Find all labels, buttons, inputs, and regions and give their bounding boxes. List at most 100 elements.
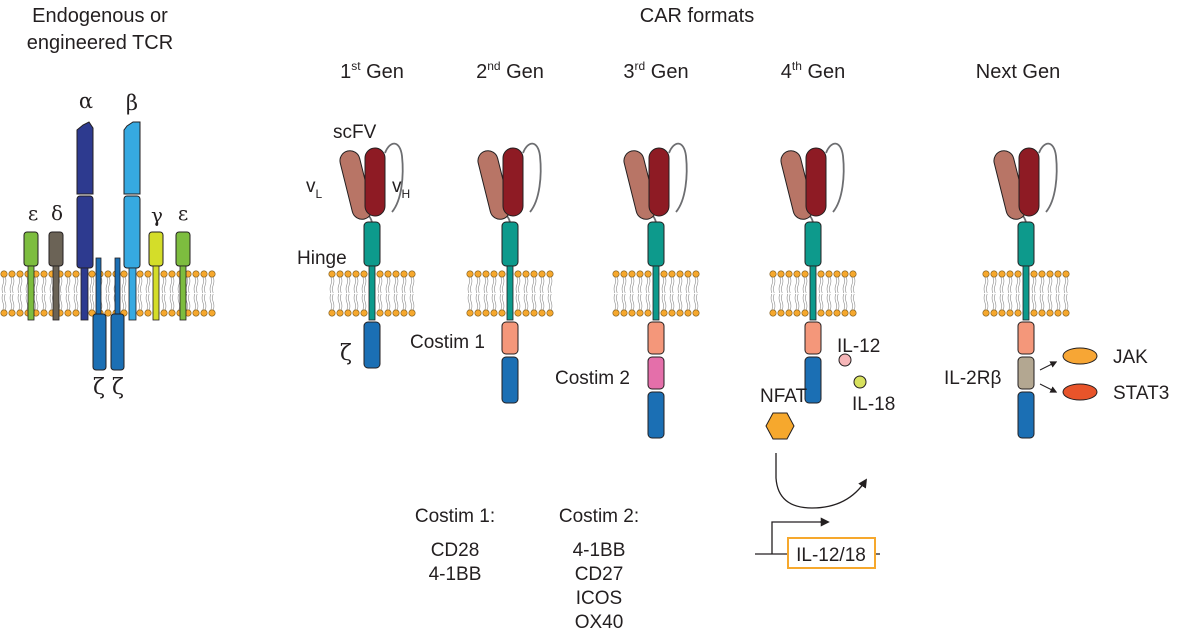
lipid-tail [377, 293, 380, 311]
lipid-tail [794, 293, 797, 311]
lipid-head [1038, 309, 1046, 317]
lipid-tail [991, 276, 994, 294]
jak-arrow [1039, 361, 1058, 371]
lipid-head [676, 309, 684, 317]
costim1-item: 4-1BB [429, 564, 482, 585]
vh-domain [805, 147, 827, 217]
lipid-tail [470, 276, 473, 294]
lipid-tail [499, 276, 502, 294]
lipid-tail [1055, 293, 1058, 311]
lipid-head [408, 309, 416, 317]
lipid-tail [475, 276, 478, 294]
lipid-tail [164, 293, 167, 311]
lipid-tail [4, 293, 7, 311]
lipid-tail [188, 293, 191, 311]
lipid-tail [340, 276, 343, 294]
lipid-head [538, 270, 546, 278]
lipid-tail [140, 276, 143, 294]
lipid-tail [89, 293, 92, 311]
lipid-head [88, 270, 96, 278]
lipid-head [628, 270, 636, 278]
lipid-tail [845, 276, 848, 294]
lipid-tail [499, 293, 502, 311]
lipid-tail [669, 276, 672, 294]
lipid-tail [193, 276, 196, 294]
lipid-tail [853, 276, 856, 294]
lipid-tail [124, 276, 127, 294]
car-membrane [328, 270, 416, 317]
lipid-tail [802, 293, 805, 311]
lipid-tail [124, 293, 127, 311]
hinge-domain [363, 221, 381, 267]
lipid-tail [121, 293, 124, 311]
lipid-head [1038, 270, 1046, 278]
lipid-head [990, 309, 998, 317]
lipid-tail [108, 293, 111, 311]
lipid-tail [1042, 293, 1045, 311]
lipid-tail [621, 293, 624, 311]
lipid-tail [648, 293, 651, 311]
lipid-tail [1066, 276, 1069, 294]
lipid-tail [797, 276, 800, 294]
lipid-tail [345, 293, 348, 311]
lipid-head [644, 270, 652, 278]
lipid-tail [693, 293, 696, 311]
lipid-tail [829, 293, 832, 311]
lipid-tail [353, 293, 356, 311]
lipid-tail [526, 276, 529, 294]
lipid-head [684, 270, 692, 278]
tcr-alpha-chain-upper [76, 121, 94, 195]
scfv-label: scFV [333, 122, 377, 143]
lipid-tail [161, 293, 164, 311]
lipid-tail [539, 293, 542, 311]
lipid-tail [332, 276, 335, 294]
beta-label: β [126, 91, 138, 115]
lipid-head [384, 270, 392, 278]
lipid-tail [196, 293, 199, 311]
lipid-tail [1058, 276, 1061, 294]
lipid-tail [204, 293, 207, 311]
lipid-head [1046, 270, 1054, 278]
lipid-tail [842, 276, 845, 294]
lipid-tail [1, 293, 4, 311]
nfat-hexagon [765, 412, 795, 440]
vh-domain [648, 147, 670, 217]
lipid-tail [76, 293, 79, 311]
lipid-tail [172, 276, 175, 294]
lipid-head [160, 270, 168, 278]
tcr-title-line2: engineered TCR [27, 32, 173, 54]
lipid-head [849, 270, 857, 278]
lipid-head [376, 309, 384, 317]
lipid-tail [1050, 276, 1053, 294]
lipid-head [392, 309, 400, 317]
lipid-tail [76, 276, 79, 294]
lipid-tail [145, 293, 148, 311]
lipid-head [328, 270, 336, 278]
transmembrane-domain [652, 265, 660, 321]
lipid-head [801, 309, 809, 317]
lipid-tail [105, 293, 108, 311]
lipid-head [514, 309, 522, 317]
lipid-tail [677, 276, 680, 294]
lipid-tail [523, 276, 526, 294]
lipid-tail [396, 293, 399, 311]
lipid-head [8, 309, 16, 317]
lipid-head [522, 270, 530, 278]
lipid-head [1030, 270, 1038, 278]
lipid-tail [994, 293, 997, 311]
lipid-head [546, 309, 554, 317]
costim2-item: 4-1BB [573, 540, 626, 561]
lipid-tail [393, 293, 396, 311]
lipid-tail [661, 293, 664, 311]
lipid-tail [193, 293, 196, 311]
lipid-tail [999, 293, 1002, 311]
lipid-head [982, 270, 990, 278]
il2rb-label: IL-2Rβ [944, 368, 1001, 389]
tcr-gamma [148, 231, 164, 267]
hinge-domain [804, 221, 822, 267]
lipid-tail [539, 276, 542, 294]
lipid-head [392, 270, 400, 278]
lipid-tail [412, 293, 415, 311]
lipid-tail [853, 293, 856, 311]
tcr-title-line1: Endogenous or [32, 5, 168, 27]
